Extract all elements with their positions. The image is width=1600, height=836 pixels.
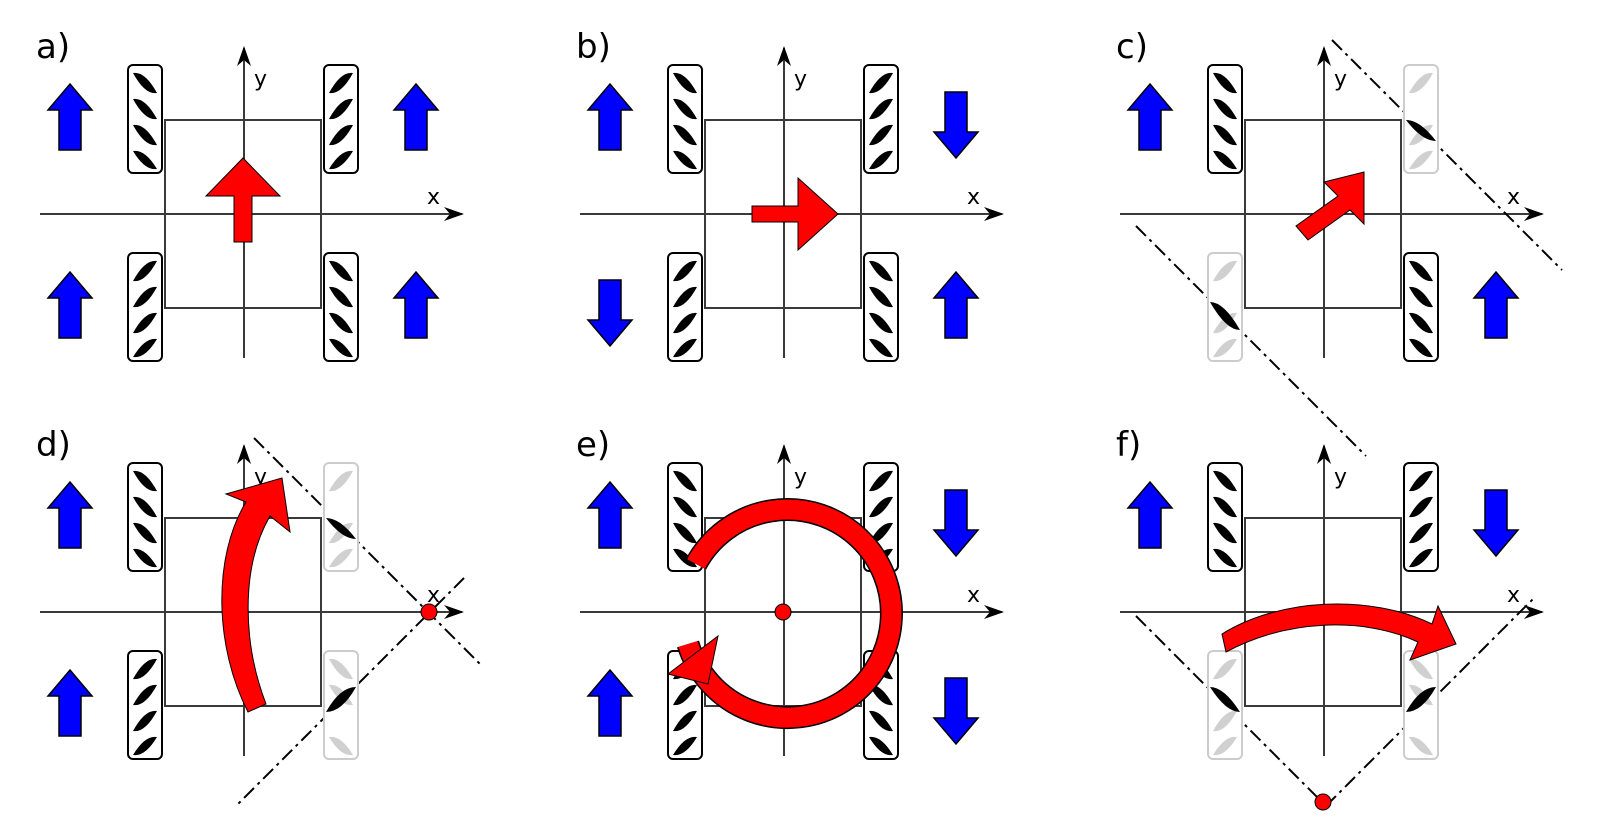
- mecanum-wheel-icon: [127, 64, 163, 174]
- motion-arrow-icon: [1295, 171, 1365, 241]
- block-arrow-icon: [933, 271, 979, 339]
- block-arrow-icon: [47, 669, 93, 737]
- mecanum-wheel-icon: [323, 64, 359, 174]
- motion-arrow-icon: [221, 477, 291, 713]
- block-arrow-icon: [47, 271, 93, 339]
- roller-axis-line: [1135, 225, 1367, 457]
- mecanum-wheel-icon: [863, 64, 899, 174]
- motion-arrow-icon: [204, 157, 282, 243]
- mecanum-wheel-icon: [323, 252, 359, 362]
- rotation-center-dot-icon: [1314, 793, 1332, 811]
- mecanum-wheel-icon: [667, 252, 703, 362]
- y-axis-label: y: [1334, 67, 1347, 92]
- block-arrow-icon: [47, 481, 93, 549]
- panel-label: d): [36, 425, 71, 465]
- block-arrow-icon: [587, 669, 633, 737]
- x-axis-label: x: [967, 185, 980, 210]
- contact-roller: [1210, 687, 1240, 712]
- y-axis-label: y: [1334, 465, 1347, 490]
- roller-axis-line: [1331, 39, 1563, 271]
- panel-e: e) x y: [576, 425, 1004, 760]
- block-arrow-icon: [1473, 489, 1519, 557]
- panel-a: a) x y: [36, 27, 464, 362]
- x-axis-label: x: [1507, 185, 1520, 210]
- mecanum-wheel-icon: [863, 252, 899, 362]
- panel-label: b): [576, 27, 611, 67]
- panel-b: b) x y: [576, 27, 1004, 362]
- contact-roller: [326, 518, 356, 539]
- motion-arrow-icon: [1221, 603, 1457, 661]
- panel-label: f): [1116, 425, 1141, 465]
- motion-arrow-head: [666, 634, 719, 685]
- mecanum-wheel-icon: [323, 462, 359, 572]
- x-axis-label: x: [1507, 583, 1520, 608]
- block-arrow-icon: [1127, 83, 1173, 151]
- panel-d: d) x y: [36, 425, 481, 807]
- y-axis-label: y: [254, 67, 267, 92]
- contact-roller: [1406, 120, 1436, 141]
- contact-roller: [1406, 687, 1436, 712]
- block-arrow-icon: [933, 489, 979, 557]
- panel-label: a): [36, 27, 70, 67]
- y-axis-label: y: [794, 465, 807, 490]
- x-axis-label: x: [427, 185, 440, 210]
- contact-roller: [1210, 302, 1240, 330]
- mecanum-wheel-icon: [1403, 64, 1439, 174]
- panel-c: c) x y: [1116, 27, 1563, 457]
- contact-roller: [326, 687, 356, 712]
- panel-f: f) x y: [1116, 425, 1544, 811]
- block-arrow-icon: [587, 279, 633, 347]
- panel-label: e): [576, 425, 610, 465]
- mecanum-wheel-icon: [1403, 252, 1439, 362]
- mecanum-wheel-icon: [667, 64, 703, 174]
- mecanum-wheel-icon: [1207, 462, 1243, 572]
- panel-label: c): [1116, 27, 1148, 67]
- roller-axis-line: [1135, 615, 1327, 807]
- block-arrow-icon: [1473, 271, 1519, 339]
- block-arrow-icon: [1127, 481, 1173, 549]
- y-axis-label: y: [794, 67, 807, 92]
- mecanum-wheel-icon: [1207, 64, 1243, 174]
- x-axis-label: x: [967, 583, 980, 608]
- x-axis-label: x: [427, 583, 440, 608]
- block-arrow-icon: [47, 83, 93, 151]
- block-arrow-icon: [587, 83, 633, 151]
- block-arrow-icon: [933, 91, 979, 159]
- mecanum-wheel-icon: [127, 650, 163, 760]
- rotation-center-dot-icon: [420, 603, 438, 621]
- motion-arrow-icon: [678, 499, 902, 728]
- mecanum-wheel-icon: [127, 462, 163, 572]
- block-arrow-icon: [933, 677, 979, 745]
- block-arrow-icon: [393, 271, 439, 339]
- mecanum-wheel-icon: [127, 252, 163, 362]
- roller-axis-line: [253, 437, 481, 665]
- block-arrow-icon: [393, 83, 439, 151]
- block-arrow-icon: [587, 481, 633, 549]
- mecanum-wheel-icon: [1403, 462, 1439, 572]
- rotation-center-dot-icon: [774, 603, 792, 621]
- motion-arrow-icon: [751, 176, 839, 252]
